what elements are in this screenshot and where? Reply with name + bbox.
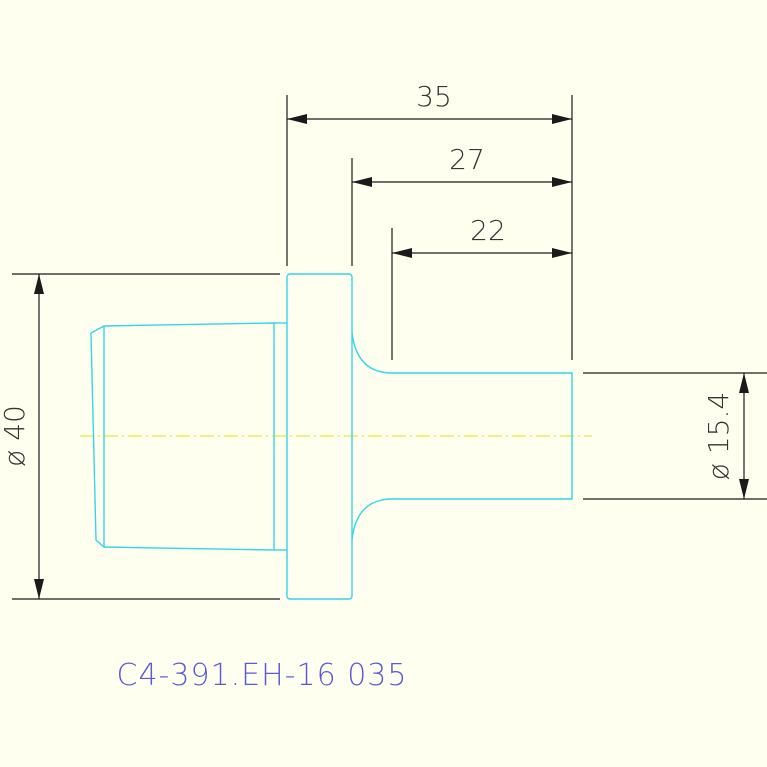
dimension-diameter-40: ø 40 — [0, 273, 280, 600]
flange — [286, 273, 353, 600]
part-number: C4-391.EH-16 035 — [117, 658, 408, 693]
dimension-diameter-15-4: ø 15.4 — [583, 372, 767, 500]
part-outline — [90, 273, 573, 600]
dimension-diameter-40-label: ø 40 — [0, 405, 31, 467]
dimension-35: 35 — [286, 80, 573, 360]
dimension-diameter-15-4-label: ø 15.4 — [702, 392, 735, 480]
dimension-35-label: 35 — [416, 80, 452, 113]
dimension-22-label: 22 — [470, 214, 506, 247]
dimension-27: 27 — [351, 143, 572, 266]
dimension-27-label: 27 — [449, 143, 485, 176]
dimension-22: 22 — [391, 214, 572, 360]
shank — [351, 332, 573, 540]
